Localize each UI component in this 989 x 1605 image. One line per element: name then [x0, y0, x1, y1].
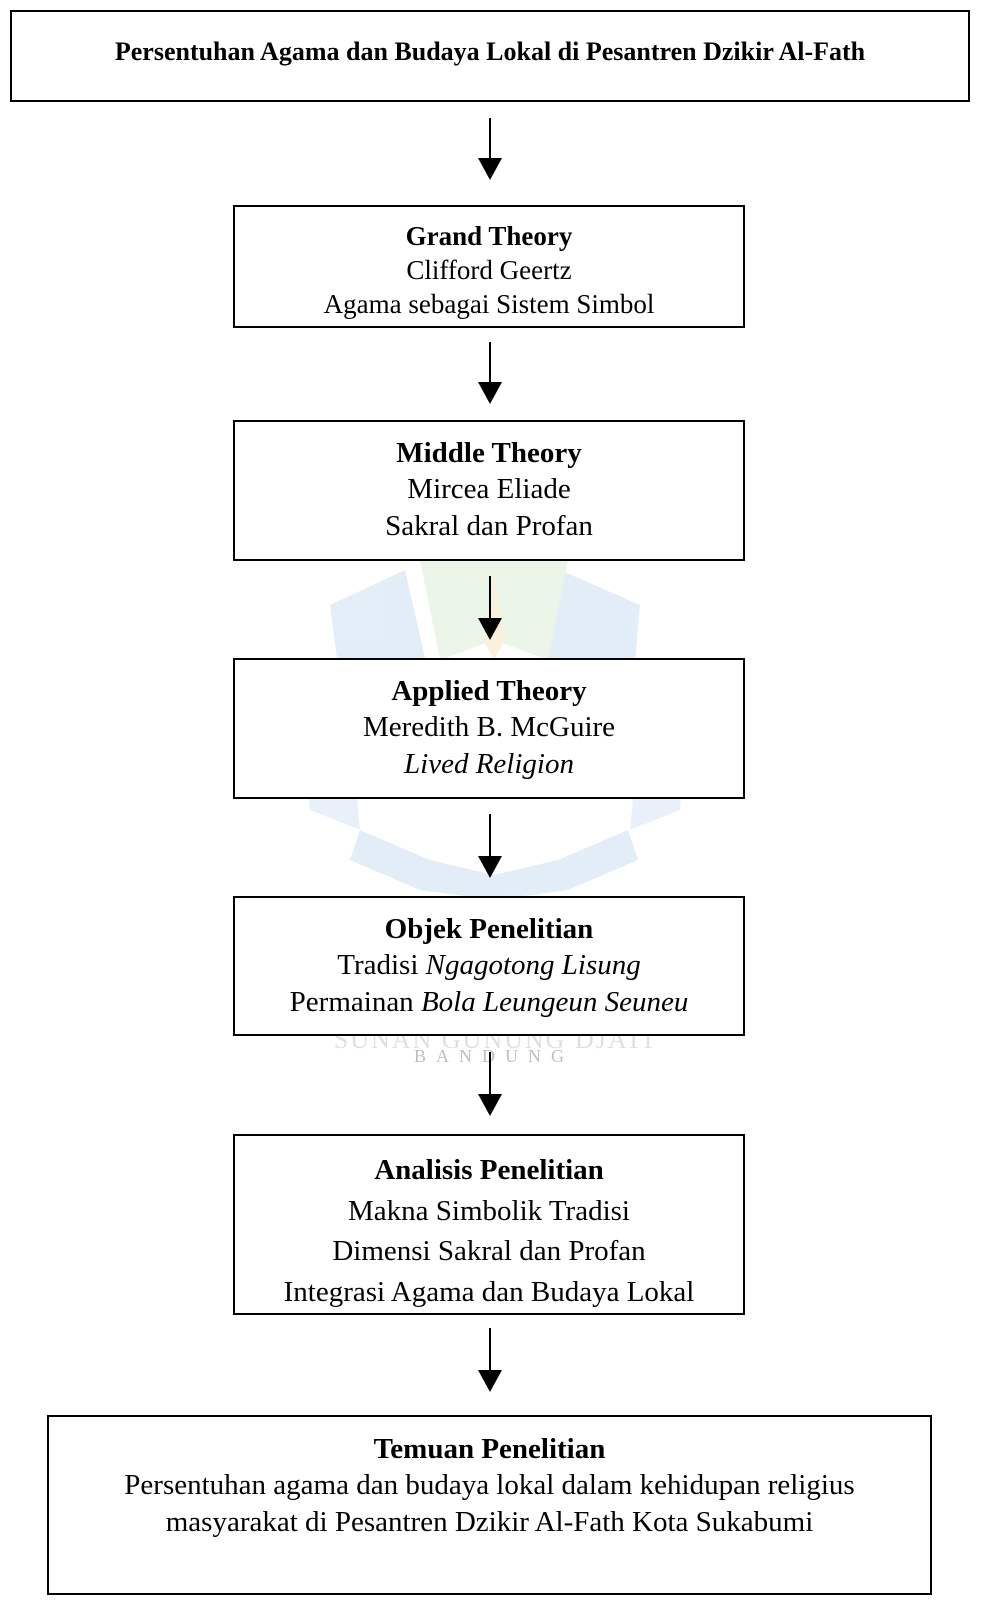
temuan-penelitian-box: Temuan Penelitian Persentuhan agama dan … — [47, 1415, 932, 1595]
temuan-line-2: masyarakat di Pesantren Dzikir Al-Fath K… — [165, 1505, 814, 1538]
applied-theory-title: Applied Theory — [391, 675, 587, 707]
grand-theory-box: Grand Theory Clifford Geertz Agama sebag… — [233, 205, 745, 328]
objek-item-1-name: Ngagotong Lisung — [425, 949, 641, 982]
header-box: Persentuhan Agama dan Budaya Lokal di Pe… — [10, 10, 970, 102]
objek-item-1-prefix: Tradisi — [337, 949, 426, 982]
middle-theory-concept: Sakral dan Profan — [385, 509, 593, 542]
grand-theory-concept: Agama sebagai Sistem Simbol — [323, 288, 655, 319]
analisis-item-2: Dimensi Sakral dan Profan — [332, 1235, 646, 1268]
analisis-item-1: Makna Simbolik Tradisi — [348, 1194, 630, 1227]
applied-theory-concept: Lived Religion — [404, 747, 574, 780]
applied-theory-author: Meredith B. McGuire — [362, 711, 616, 744]
objek-penelitian-item-1: Tradisi Ngagotong Lisung — [235, 947, 743, 983]
arrow-down — [478, 576, 502, 640]
objek-penelitian-box: Objek Penelitian Tradisi Ngagotong Lisun… — [233, 896, 745, 1036]
arrow-down — [478, 342, 502, 404]
grand-theory-author: Clifford Geertz — [406, 254, 572, 285]
temuan-penelitian-title: Temuan Penelitian — [373, 1433, 606, 1465]
objek-item-2-prefix: Permainan — [289, 985, 421, 1018]
arrow-down — [478, 1052, 502, 1116]
grand-theory-title: Grand Theory — [405, 221, 573, 251]
arrow-down — [478, 118, 502, 180]
applied-theory-box: Applied Theory Meredith B. McGuire Lived… — [233, 658, 745, 799]
analisis-penelitian-box: Analisis Penelitian Makna Simbolik Tradi… — [233, 1134, 745, 1315]
middle-theory-title: Middle Theory — [396, 437, 582, 469]
analisis-penelitian-title: Analisis Penelitian — [374, 1154, 604, 1186]
objek-penelitian-title: Objek Penelitian — [384, 913, 594, 945]
arrow-down — [478, 814, 502, 878]
temuan-line-1: Persentuhan agama dan budaya lokal dalam… — [124, 1469, 855, 1502]
arrow-down — [478, 1328, 502, 1394]
objek-item-2-name: Bola Leungeun Seuneu — [420, 985, 689, 1018]
middle-theory-author: Mircea Eliade — [407, 473, 571, 506]
header-title: Persentuhan Agama dan Budaya Lokal di Pe… — [114, 37, 866, 66]
analisis-item-3: Integrasi Agama dan Budaya Lokal — [283, 1275, 695, 1308]
middle-theory-box: Middle Theory Mircea Eliade Sakral dan P… — [233, 420, 745, 561]
objek-penelitian-item-2: Permainan Bola Leungeun Seuneu — [235, 984, 743, 1020]
